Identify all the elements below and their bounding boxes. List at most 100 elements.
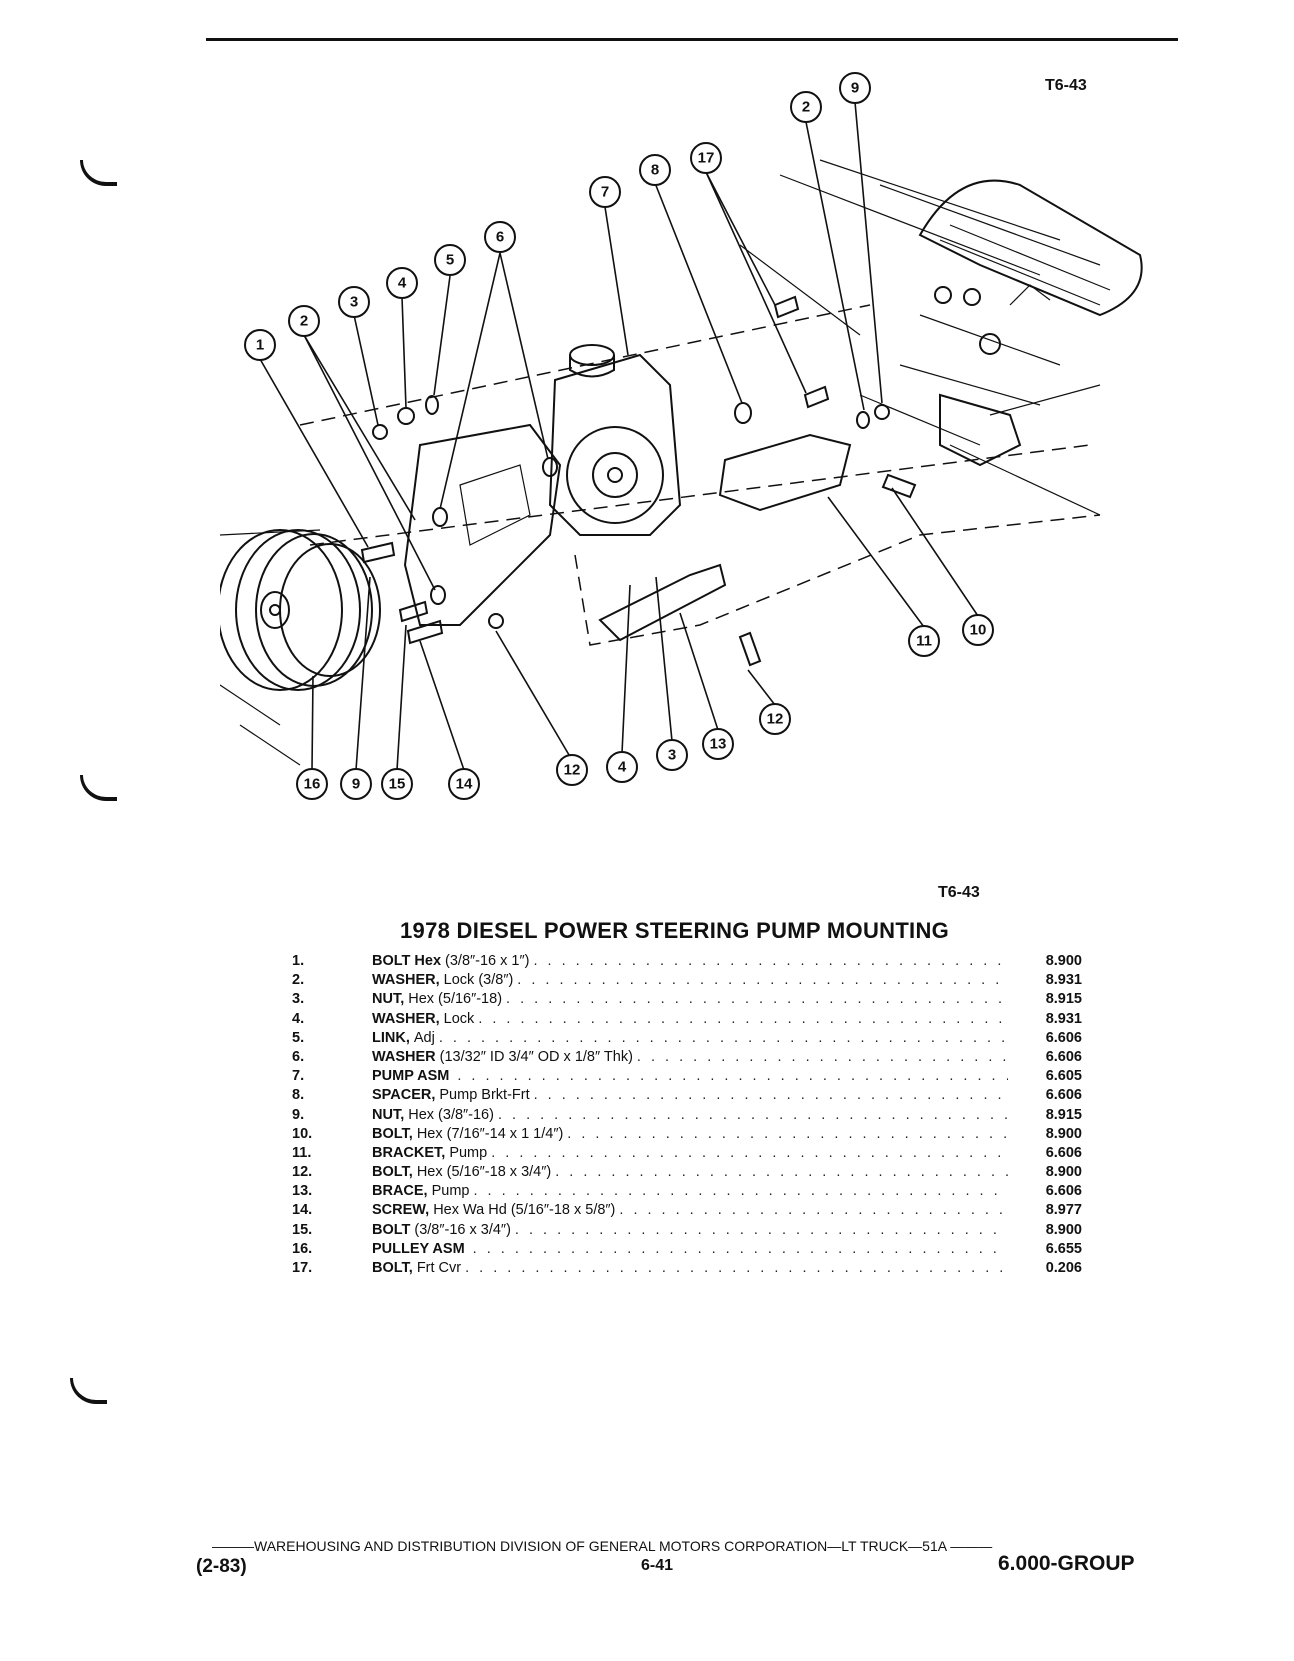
svg-text:12: 12 <box>564 762 581 779</box>
group-number: 8.931 <box>1045 972 1082 989</box>
callout-5: 5 <box>434 244 466 276</box>
power-steering-pump <box>548 344 682 536</box>
leader-dots <box>637 1048 1008 1067</box>
group-number: 6.606 <box>1045 1183 1082 1200</box>
callout-10: 10 <box>962 614 994 646</box>
pulley <box>220 529 381 766</box>
part-spec: Hex Wa Hd (5/16″-18 x 5/8″) <box>433 1202 616 1219</box>
group-number: 8.915 <box>1045 991 1082 1008</box>
group-number: 6.606 <box>1045 1048 1082 1065</box>
group-number: 8.900 <box>1045 1221 1082 1238</box>
leader-dots <box>515 1221 1008 1240</box>
list-item: 9.NUT,Hex (3/8″-16)8.915 <box>292 1106 1082 1125</box>
footer-page-number: 6-41 <box>641 1557 674 1574</box>
part-number: 6. <box>292 1048 305 1065</box>
leader-dots <box>473 1182 1008 1201</box>
part-spec: (13/32″ ID 3/4″ OD x 1/8″ Thk) <box>439 1048 633 1065</box>
leader-dots <box>555 1163 1008 1182</box>
part-description: PULLEY ASM <box>372 1240 1008 1259</box>
callout-3: 3 <box>338 286 370 318</box>
part-description: BRACKET,Pump <box>372 1144 1008 1163</box>
callout-7: 7 <box>589 176 621 208</box>
svg-text:16: 16 <box>304 776 321 793</box>
part-description: PUMP ASM <box>372 1067 1008 1086</box>
part-number: 13. <box>292 1183 313 1200</box>
part-description: BRACE,Pump <box>372 1182 1008 1201</box>
list-item: 4.WASHER,Lock8.931 <box>292 1010 1082 1029</box>
leader-dots <box>491 1144 1008 1163</box>
part-spec: Pump Brkt-Frt <box>439 1087 530 1104</box>
group-number: 8.977 <box>1045 1202 1082 1219</box>
callout-13: 13 <box>702 728 734 760</box>
svg-text:2: 2 <box>300 313 308 330</box>
leader-dots <box>478 1010 1008 1029</box>
list-item: 8. SPACER,Pump Brkt-Frt 6.606 <box>292 1086 1082 1105</box>
part-name: BOLT, <box>372 1164 413 1181</box>
footer-group: 6.000-GROUP <box>998 1552 1135 1575</box>
svg-text:17: 17 <box>698 150 715 167</box>
leader-dots <box>457 1067 1008 1086</box>
part-name: WASHER <box>372 1048 436 1065</box>
part-spec: (3/8″-16 x 1″) <box>445 953 530 969</box>
leader-dots <box>567 1125 1008 1144</box>
part-number: 12. <box>292 1164 313 1181</box>
svg-text:12: 12 <box>767 711 784 728</box>
exploded-view-diagram: 1 2 3 4 5 6 7 8 17 2 9 10 11 12 13 3 4 1… <box>220 72 1143 800</box>
page-title: 1978 DIESEL POWER STEERING PUMP MOUNTING <box>400 918 950 943</box>
group-number: 6.606 <box>1045 1087 1082 1104</box>
callout-8: 8 <box>639 154 671 186</box>
parts-list: 1.BOLT Hex(3/8″-16 x 1″)8.9002.WASHER,Lo… <box>292 952 1082 1278</box>
part-name: LINK, <box>372 1029 410 1046</box>
part-name: NUT, <box>372 1106 405 1123</box>
list-item: 6. WASHER(13/32″ ID 3/4″ OD x 1/8″ Thk) 6.… <box>292 1048 1082 1067</box>
list-item: 3.NUT,Hex (5/16″-18)8.915 <box>292 990 1082 1009</box>
part-description: WASHER,Lock (3/8″) <box>372 971 1008 990</box>
callout-2-right: 2 <box>790 91 822 123</box>
callout-4: 4 <box>386 267 418 299</box>
part-description: SPACER,Pump Brkt-Frt <box>372 1086 1008 1105</box>
part-number: 8. <box>292 1087 305 1104</box>
part-name: BRACE, <box>372 1183 428 1200</box>
svg-text:11: 11 <box>916 633 932 650</box>
svg-text:8: 8 <box>651 162 659 179</box>
list-item: 17.BOLT,Frt Cvr0.206 <box>292 1259 1082 1278</box>
part-number: 3. <box>292 991 305 1008</box>
callout-12-right: 12 <box>759 703 791 735</box>
pump-bracket <box>718 433 852 512</box>
group-number: 8.915 <box>1045 1106 1082 1123</box>
group-number: 6.606 <box>1045 1144 1082 1161</box>
part-number: 5. <box>292 1029 305 1046</box>
leader-dots <box>517 971 1008 990</box>
part-spec: Hex (5/16″-18 x 3/4″) <box>416 1164 552 1181</box>
part-number: 1. <box>292 953 305 969</box>
part-name: BOLT, <box>372 1125 413 1142</box>
list-item: 12.BOLT,Hex (5/16″-18 x 3/4″)8.900 <box>292 1163 1082 1182</box>
part-spec: Hex (5/16″-18) <box>408 991 503 1008</box>
part-number: 14. <box>292 1202 313 1219</box>
part-name: PUMP ASM <box>372 1068 450 1085</box>
svg-text:4: 4 <box>398 275 407 292</box>
part-name: WASHER, <box>372 972 440 989</box>
part-description: WASHER,Lock <box>372 1010 1008 1029</box>
callout-2: 2 <box>288 305 320 337</box>
leader-dots <box>619 1201 1008 1220</box>
part-spec: Hex (7/16″-14 x 1 1/4″) <box>416 1125 564 1142</box>
list-item: 5. LINK,Adj 6.606 <box>292 1029 1082 1048</box>
pump-brace <box>598 563 727 642</box>
list-item: 7.PUMP ASM6.605 <box>292 1067 1082 1086</box>
part-description: BOLT(3/8″-16 x 3/4″) <box>372 1221 1008 1240</box>
callout-4-lower: 4 <box>606 751 638 783</box>
svg-text:3: 3 <box>350 294 358 311</box>
group-number: 8.931 <box>1045 1010 1082 1027</box>
part-spec: (3/8″-16 x 3/4″) <box>414 1221 511 1238</box>
group-number: 8.900 <box>1045 1125 1082 1142</box>
part-spec: Adj <box>413 1029 435 1046</box>
part-name: PULLEY ASM <box>372 1240 465 1257</box>
part-number: 7. <box>292 1068 305 1085</box>
part-number: 11. <box>292 1144 312 1161</box>
part-description: BOLT,Frt Cvr <box>372 1259 1008 1278</box>
binder-hole-mark <box>80 160 117 186</box>
part-number: 15. <box>292 1221 313 1238</box>
group-number: 6.606 <box>1045 1029 1082 1046</box>
callout-6: 6 <box>484 221 516 253</box>
